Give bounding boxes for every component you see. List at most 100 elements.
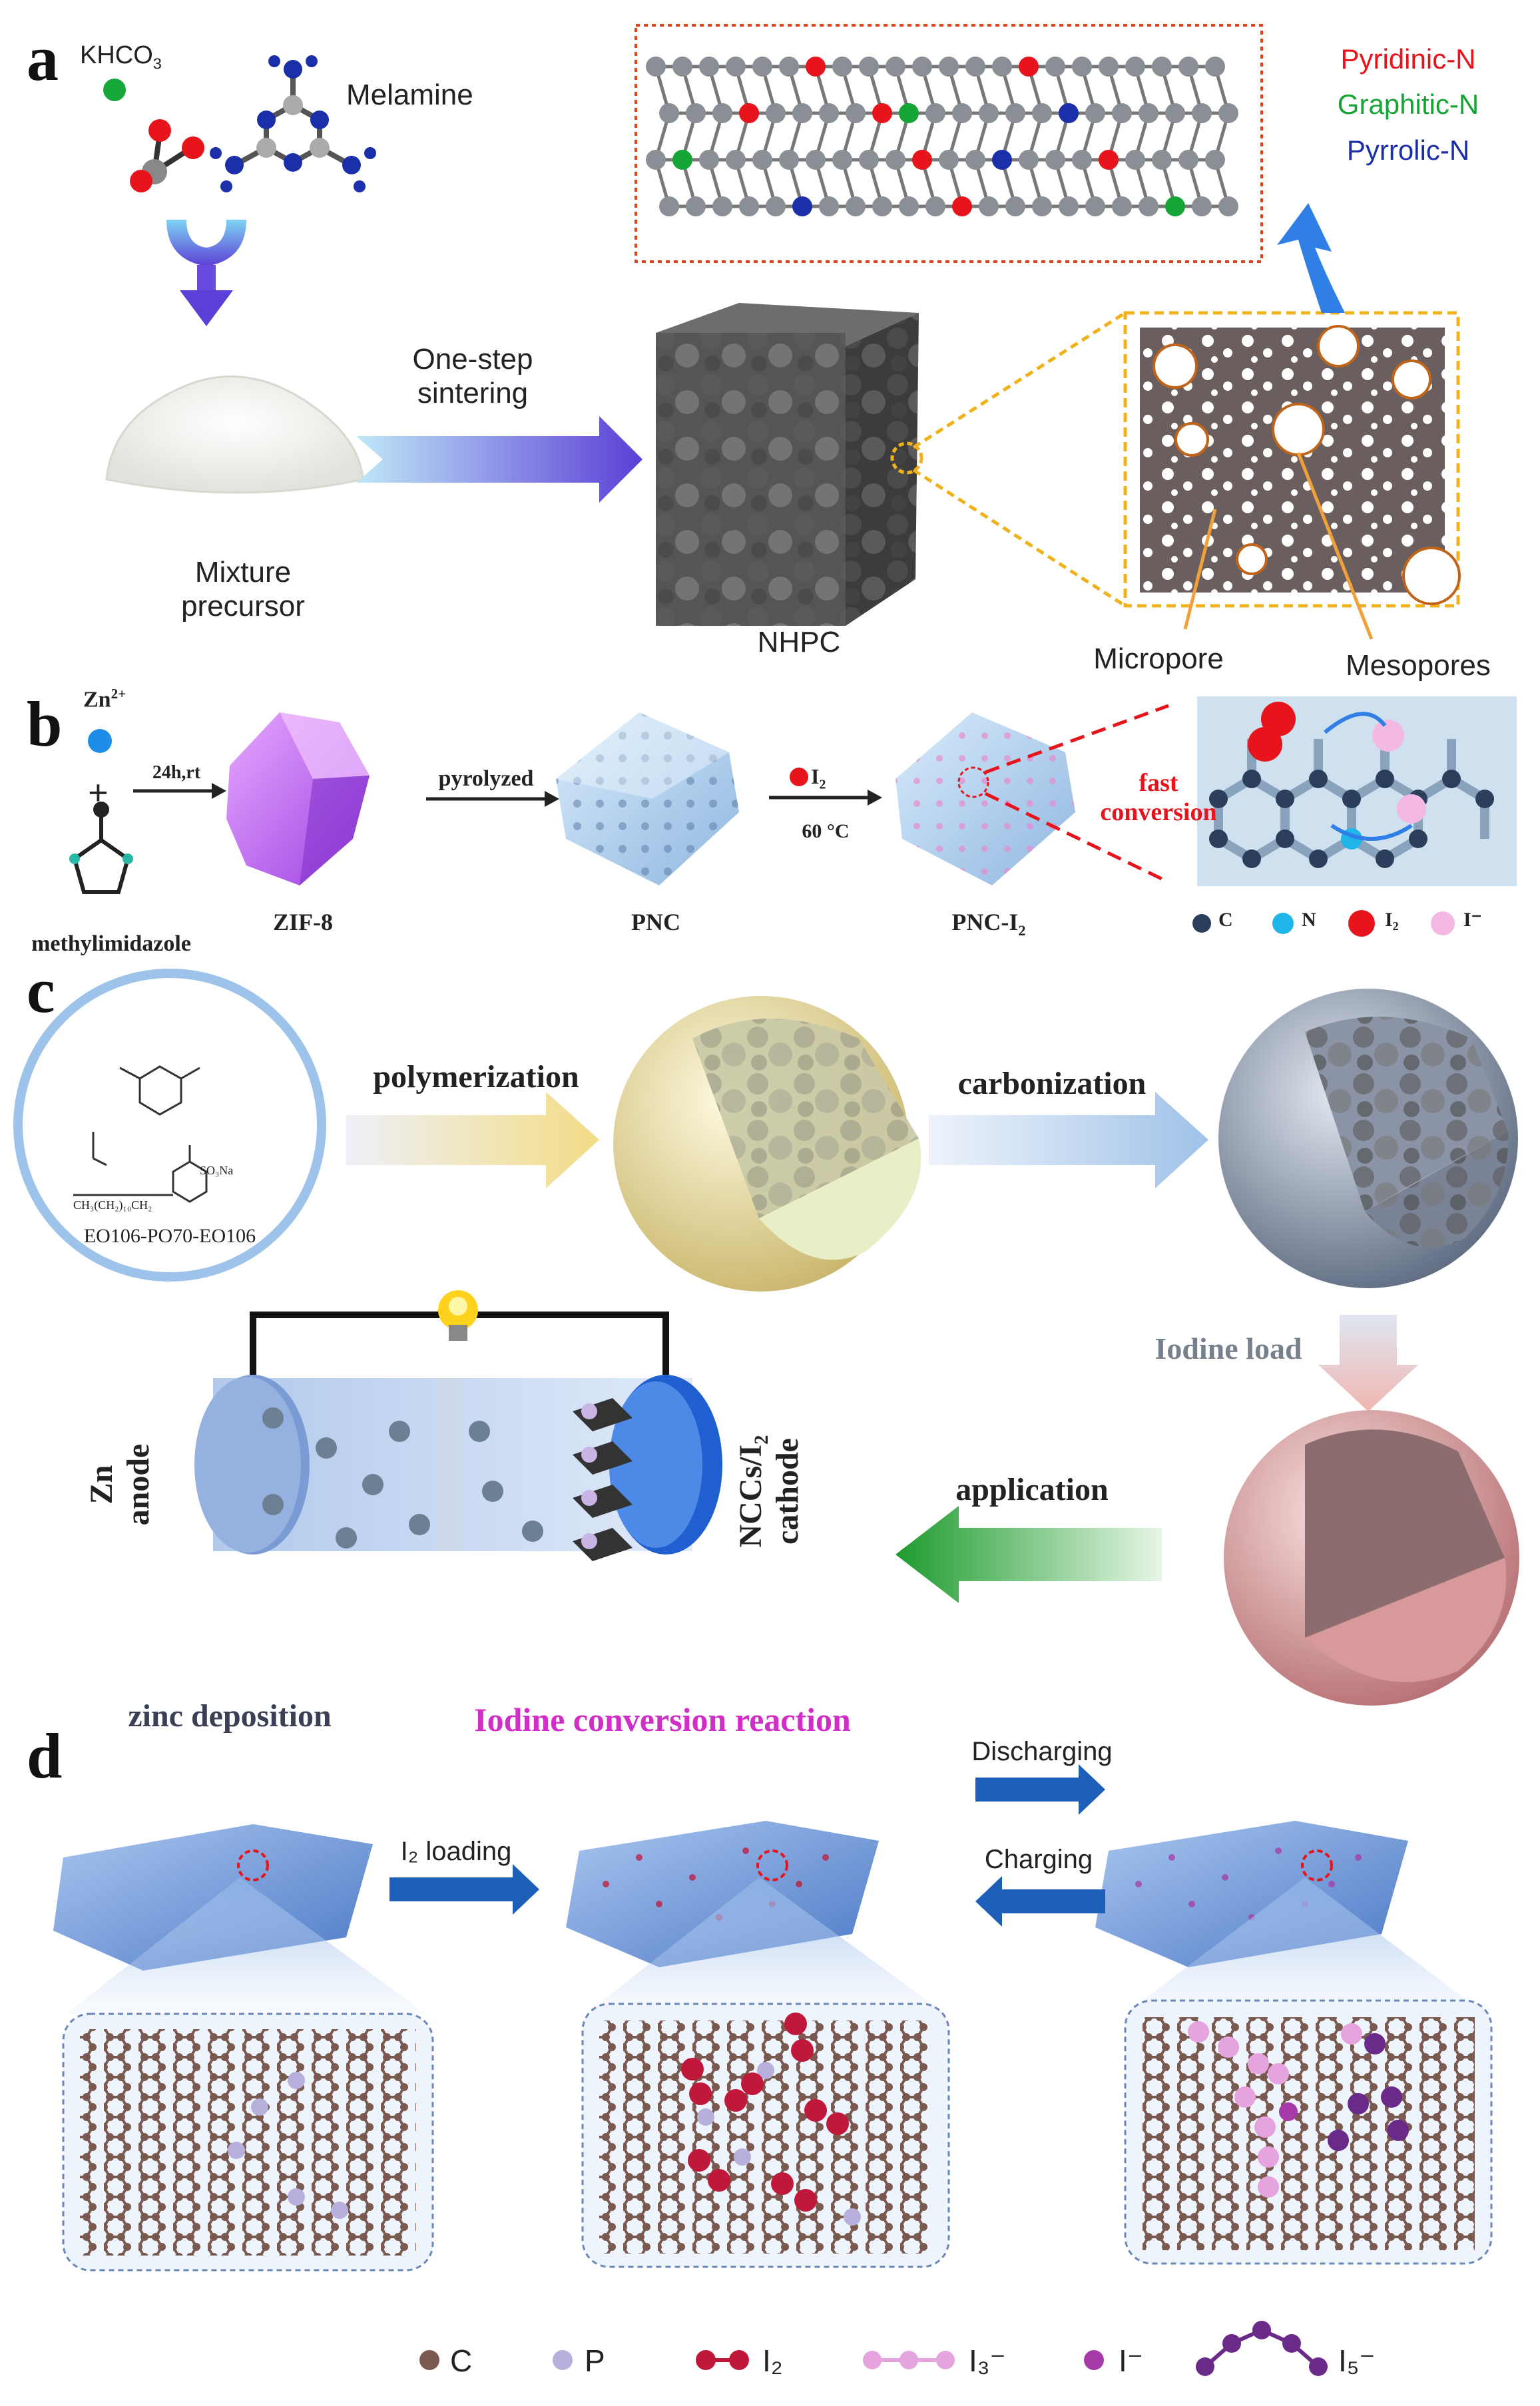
iodine-load-arrow <box>1318 1315 1418 1411</box>
legend-d-i-minus: I⁻ <box>1119 2343 1144 2378</box>
pore-zoom-box <box>1123 311 1461 608</box>
zif8-label: ZIF-8 <box>273 909 333 935</box>
lattice-atom <box>1085 103 1105 123</box>
legend-b-n: N <box>1302 909 1316 931</box>
panel-c-graphics <box>13 969 1519 1706</box>
lattice-atom <box>1032 196 1052 216</box>
discharging-label: Discharging <box>971 1737 1113 1766</box>
lattice-atom <box>925 103 945 123</box>
lattice-atom <box>1005 196 1025 216</box>
i2-loading-label: I₂ loading <box>400 1837 512 1866</box>
khco3-label: KHCO3 <box>80 41 162 73</box>
battery-cell <box>194 1375 722 1561</box>
application-arrow <box>896 1506 1162 1603</box>
lattice-atom <box>979 196 999 216</box>
lattice-atom <box>752 57 772 77</box>
pink-sphere <box>1224 1410 1519 1706</box>
micropore-pointer <box>1183 509 1217 630</box>
lattice-atom <box>1045 150 1065 170</box>
beam-1 <box>67 1877 426 2014</box>
lattice-atom <box>925 196 945 216</box>
lattice-atom <box>939 57 959 77</box>
lattice-atom <box>886 57 905 77</box>
sulfonate-label: SO₃Na <box>200 1164 234 1177</box>
zoom-line-top <box>912 311 1127 449</box>
surfactant-structure <box>73 1132 208 1203</box>
lattice-atom <box>1072 57 1092 77</box>
lattice-atom <box>846 103 866 123</box>
carbonization-label: carbonization <box>957 1066 1147 1101</box>
lattice-atom <box>659 103 679 123</box>
pnc-crystal <box>556 712 739 885</box>
lattice-atom <box>846 196 866 216</box>
lattice-atom <box>899 103 919 123</box>
pnc-label: PNC <box>631 909 680 935</box>
lattice-atom <box>1019 150 1039 170</box>
methylimidazole-molecule <box>69 802 133 894</box>
charging-label: Charging <box>984 1845 1093 1874</box>
mesopore-pointer <box>1296 452 1374 640</box>
iodine-conversion-label: Iodine conversion reaction <box>474 1701 851 1738</box>
lattice-atom <box>672 57 692 77</box>
discharging-arrow <box>975 1764 1105 1815</box>
lattice-atom <box>1205 57 1225 77</box>
lattice-atom <box>712 103 732 123</box>
lattice-atom <box>1072 150 1092 170</box>
legend-b-i2: I₂ <box>1385 909 1399 931</box>
lattice-atom <box>886 150 905 170</box>
lattice-atom <box>766 103 786 123</box>
lattice-atom <box>1192 196 1212 216</box>
powder-pile <box>105 375 364 494</box>
lattice-atom <box>1005 103 1025 123</box>
beam-2 <box>586 1877 945 2014</box>
lattice-atom <box>726 57 746 77</box>
lattice-atom <box>872 196 892 216</box>
lattice-atom <box>1218 103 1238 123</box>
panel-d-letter: d <box>27 1720 63 1792</box>
lattice-atom <box>699 57 719 77</box>
lattice-atom <box>1165 196 1185 216</box>
lattice-atom <box>659 196 679 216</box>
lattice-atom <box>965 150 985 170</box>
melamine-molecule <box>210 55 376 192</box>
nitrogen-legend: Pyridinic-N Graphitic-N Pyrrolic-N <box>1312 43 1505 166</box>
i2-reagent-label: I2 <box>811 764 826 792</box>
gray-sphere <box>1218 989 1518 1288</box>
pyrolyzed-label: pyrolyzed <box>438 766 534 791</box>
melamine-label: Melamine <box>346 79 473 111</box>
plus-sign: + <box>88 773 109 813</box>
application-label: application <box>955 1472 1109 1507</box>
lattice-atom <box>819 196 839 216</box>
zn-ion-label: Zn2+ <box>83 686 127 712</box>
lattice-atom <box>939 150 959 170</box>
lattice-atom <box>806 57 826 77</box>
legend-d-c: C <box>450 2343 473 2378</box>
lattice-atom <box>1218 196 1238 216</box>
lattice-atom <box>1032 103 1052 123</box>
panel-b-letter: b <box>27 688 63 760</box>
zoom-line-b-top <box>985 704 1169 774</box>
arrow-pyrolyzed <box>426 791 559 807</box>
khco3-molecule <box>103 79 204 192</box>
sintering-arrow <box>356 416 642 503</box>
lattice-atom <box>1019 57 1039 77</box>
lattice-atom <box>1059 103 1079 123</box>
legend-d-i5: I₅⁻ <box>1338 2343 1376 2378</box>
lattice-atom <box>1112 103 1132 123</box>
yellow-sphere <box>613 996 921 1292</box>
iodine-load-label: Iodine load <box>1155 1331 1302 1365</box>
lattice-atom <box>1045 57 1065 77</box>
lattice-atom <box>1192 103 1212 123</box>
pyridinic-n-label: Pyridinic-N <box>1340 43 1476 75</box>
lattice-atom <box>752 150 772 170</box>
lattice-atom <box>1139 103 1158 123</box>
panel-c-letter: c <box>27 955 55 1026</box>
pyrrolic-n-label: Pyrrolic-N <box>1346 134 1470 166</box>
panel-d-legend-marks <box>419 2321 1328 2376</box>
polymerization-arrow <box>346 1092 599 1188</box>
polymerization-label: polymerization <box>373 1059 579 1094</box>
